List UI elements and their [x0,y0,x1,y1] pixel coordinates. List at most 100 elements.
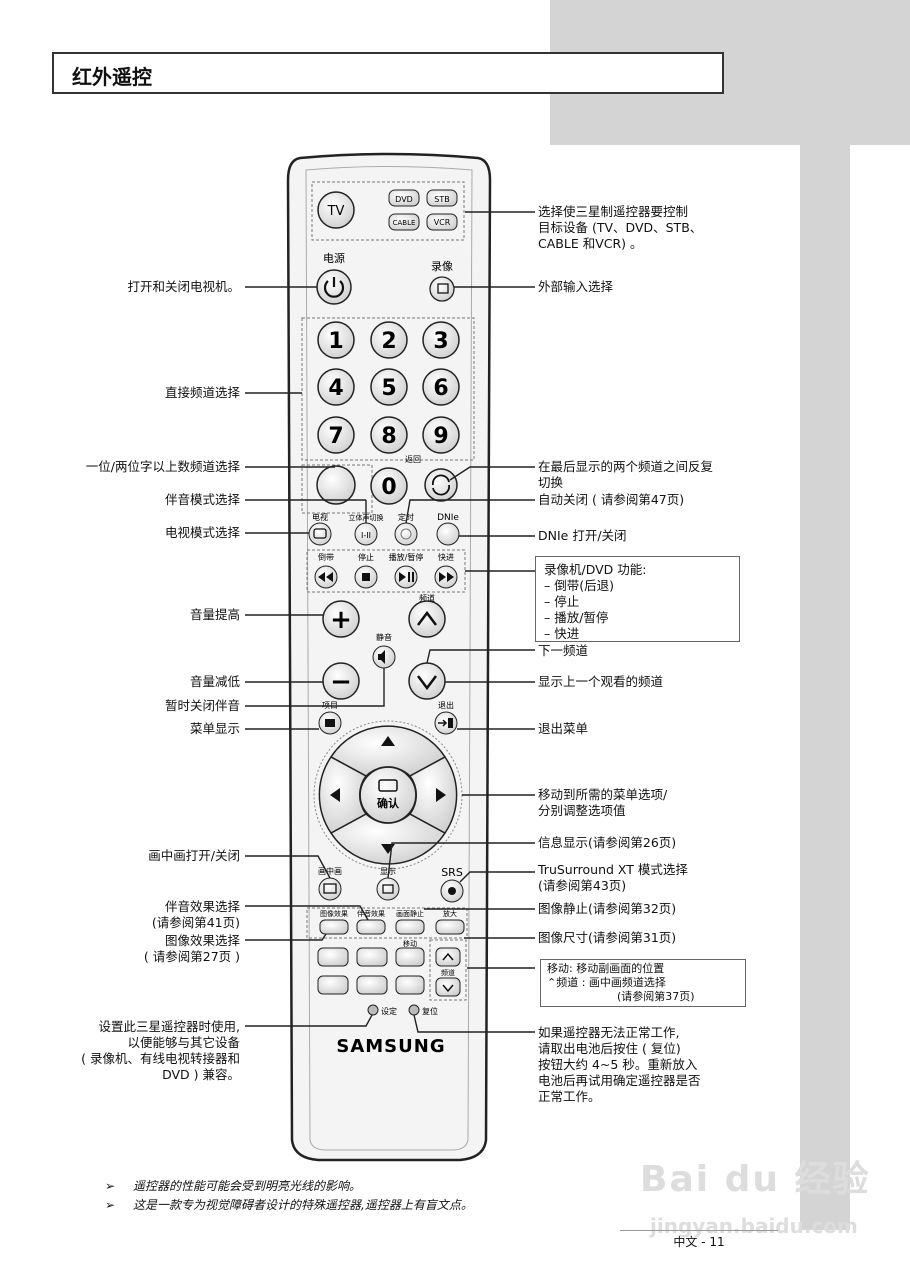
effects-outline [306,907,468,939]
mute-button[interactable] [372,645,396,669]
dash-button[interactable] [316,465,356,505]
label-volume-down: 音量减低 [189,674,240,689]
prech-button[interactable] [424,468,458,502]
gray-bar-right [800,0,850,1230]
source-button[interactable] [429,276,455,302]
dvd-button[interactable]: DVD [388,189,420,207]
svg-text:TV: TV [327,204,345,219]
color-button-2[interactable] [356,947,388,967]
tv-mode-button[interactable] [308,522,332,546]
play-pause-icon [399,572,406,582]
digit-7-button[interactable]: 7 [317,416,355,454]
picture-effect-button[interactable] [319,919,349,935]
move-button[interactable] [395,947,425,967]
cable-button[interactable]: CABLE [388,213,420,231]
digit-3-button[interactable]: 3 [422,321,460,359]
note-1: ➢遥控器的性能可能会受到明亮光线的影响。 [105,1179,362,1193]
arrow-left-icon [330,788,340,802]
digit-5-button[interactable]: 5 [370,368,408,406]
stop-button[interactable] [354,565,378,589]
tv-mode-label: 电视 [312,512,328,522]
set-label: 设定 [381,1006,397,1016]
menu-button[interactable] [318,711,342,735]
digit-4-button[interactable]: 4 [317,368,355,406]
svg-text:STB: STB [434,195,449,204]
digit-9-button[interactable]: 9 [422,416,460,454]
label-direct-channel: 直接频道选择 [164,385,240,400]
svg-text:9: 9 [433,424,448,449]
device-group-outline [311,181,465,241]
pip-channel-down-button[interactable] [435,977,461,997]
fast-forward-button[interactable] [434,565,458,589]
info-icon [382,884,394,894]
play-label: 播放/暂停 [389,552,424,562]
sound-mode-button[interactable]: I-II [354,522,378,546]
digit-0-button[interactable]: 0 [370,467,408,505]
digit-1-button[interactable]: 1 [317,321,355,359]
vcr-button[interactable]: VCR [426,213,458,231]
reset-label: 复位 [422,1006,438,1016]
sleep-label: 定时 [398,512,414,522]
tv-mode-icon [313,528,327,539]
volume-up-button[interactable]: + [322,600,360,638]
stop-icon [362,573,370,581]
color-button-1[interactable] [317,947,349,967]
svg-text:5: 5 [381,376,396,401]
play-pause-button[interactable] [394,565,418,589]
label-menu: 菜单显示 [189,721,240,736]
volume-down-button[interactable]: − [322,662,360,700]
svg-text:+: + [330,605,352,635]
dnie-label: DNIe [437,513,459,523]
label-picture-effect: 图像效果选择( 请参阅第27页 ) [143,933,240,964]
channel-up-button[interactable] [408,600,446,638]
label-reset: 如果遥控器无法正常工作,请取出电池后按住 ( 复位)按钮大约 4~5 秒。重新放… [538,1025,701,1104]
vcr-functions-callout: 录像机/DVD 功能: – 倒带(后退) – 停止 – 播放/暂停 – 快进 [535,556,740,642]
reset-button[interactable] [408,1004,420,1016]
sound-effect-label: 伴音效果 [357,909,385,918]
info-button[interactable] [376,877,400,901]
svg-text:2: 2 [381,329,396,354]
size-button[interactable] [435,919,465,935]
srs-button[interactable] [440,879,464,903]
function-button-2[interactable] [356,975,388,995]
label-volume-up: 音量提高 [189,607,240,622]
arrow-icon: ➢ [105,1179,116,1193]
stb-button[interactable]: STB [426,189,458,207]
picture-effect-label: 图像效果 [320,909,348,918]
function-button-3[interactable] [395,975,425,995]
fast-forward-icon [439,572,454,582]
mute-icon [378,650,385,664]
svg-text:CABLE: CABLE [393,219,416,227]
move-label: 移动 [403,939,417,948]
sound-effect-button[interactable] [356,919,386,935]
label-size: 图像尺寸(请参阅第31页) [538,930,677,945]
watermark-url: jingyan.baidu.com [650,1214,858,1238]
sleep-icon [400,528,412,540]
label-sleep: 自动关闭 ( 请参阅第47页) [538,492,685,507]
function-button-1[interactable] [317,975,349,995]
channel-label: 频道 [419,593,435,603]
label-source: 外部输入选择 [538,279,614,294]
pip-channel-up-button[interactable] [435,947,461,967]
enter-button[interactable]: 确认 [359,766,417,824]
dnie-button[interactable] [436,522,460,546]
still-button[interactable] [395,919,425,935]
power-button[interactable] [316,269,352,305]
channel-down-button[interactable] [408,662,446,700]
digit-8-button[interactable]: 8 [370,416,408,454]
pip-button[interactable] [318,877,342,901]
sleep-button[interactable] [394,522,418,546]
tv-button[interactable]: TV [317,191,355,229]
exit-label: 退出 [438,700,454,710]
digit-6-button[interactable]: 6 [422,368,460,406]
ff-label: 快进 [438,552,454,562]
exit-button[interactable] [434,711,458,735]
svg-text:6: 6 [433,376,448,401]
rewind-button[interactable] [314,565,338,589]
set-button[interactable] [367,1004,379,1016]
pip-channel-label: 频道 [441,968,455,977]
srs-icon [448,887,456,895]
svg-text:确认: 确认 [377,796,400,810]
digit-2-button[interactable]: 2 [370,321,408,359]
